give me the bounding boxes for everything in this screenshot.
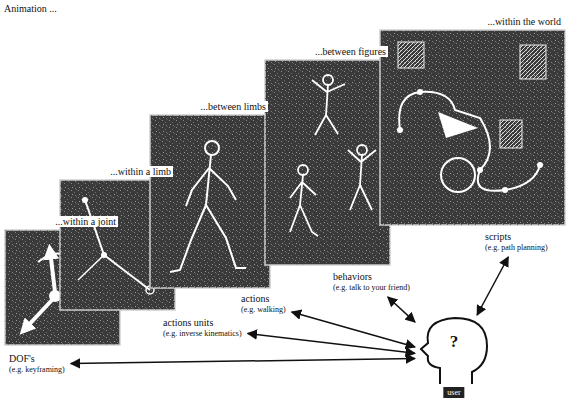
- question-mark: ?: [418, 332, 490, 352]
- level-heading: ...within the world: [485, 16, 563, 27]
- level-name: DOF's: [9, 353, 65, 365]
- level-name: actions: [241, 293, 286, 305]
- level-heading: ...between limbs: [198, 101, 268, 112]
- level-heading: ...within a joint: [53, 216, 118, 227]
- level-example: (e.g. walking): [241, 305, 286, 315]
- level-name: actions units: [163, 317, 242, 329]
- level-name: scripts: [485, 231, 548, 243]
- level-example: (e.g. path planning): [485, 243, 548, 253]
- world-panel: [380, 30, 565, 225]
- diagram-title: Animation ...: [4, 3, 57, 14]
- user-tag: user: [443, 387, 464, 398]
- level-label: actions(e.g. walking): [238, 292, 289, 316]
- double-arrow: [388, 297, 415, 322]
- level-label: actions units(e.g. inverse kinematics): [160, 316, 245, 340]
- user-icon: ? user: [418, 318, 490, 398]
- figures-panel: ...between figures: [265, 60, 390, 265]
- level-example: (e.g. inverse kinematics): [163, 329, 242, 339]
- level-example: (e.g. talk to your friend): [333, 283, 410, 293]
- double-arrow: [292, 312, 415, 347]
- level-label: scripts(e.g. path planning): [482, 230, 551, 254]
- joint-panel: ...within a joint: [5, 230, 120, 345]
- double-arrow: [477, 257, 508, 315]
- world-panel: ...within the world: [380, 30, 565, 225]
- figures-panel: [265, 60, 390, 265]
- double-arrow: [248, 333, 415, 353]
- double-arrow: [71, 359, 415, 364]
- level-heading: ...within a limb: [108, 166, 173, 177]
- level-name: behaviors: [333, 271, 410, 283]
- limb-panel: ...within a limb: [60, 180, 175, 310]
- level-label: DOF's(e.g. keyframing): [6, 352, 68, 376]
- walker-panel: [150, 115, 270, 288]
- level-heading: ...between figures: [313, 46, 388, 57]
- level-label: behaviors(e.g. talk to your friend): [330, 270, 413, 294]
- level-example: (e.g. keyframing): [9, 365, 65, 375]
- walker-panel: ...between limbs: [150, 115, 270, 288]
